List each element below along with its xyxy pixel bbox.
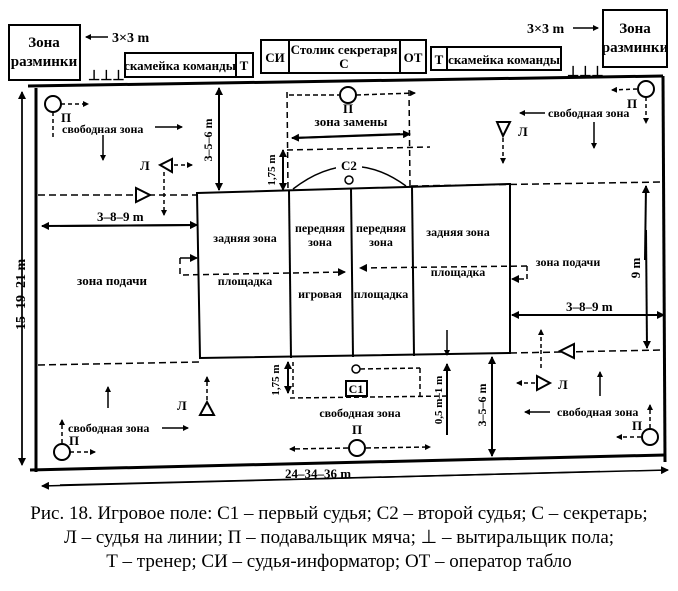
bench-right-label: скамейка команды	[448, 52, 560, 67]
line-judge-left-service	[135, 186, 153, 204]
substitution-zone-label: зона замены	[315, 114, 388, 129]
ball-retriever-bottom-center	[348, 439, 366, 457]
dim-height: 15–19–21 m	[14, 259, 29, 331]
line-judge-top-right-label: Л	[518, 124, 528, 139]
floor-wipers-left: ⊥⊥⊥	[88, 69, 125, 84]
line-judge-top-left	[157, 157, 173, 174]
dim-ref-offset-top: 1,75 m	[266, 154, 278, 185]
scorer-si: СИ	[265, 50, 285, 65]
free-zone-top-left: свободная зона	[62, 122, 143, 136]
scorer-table: СИ Столик секретаря С ОТ	[260, 39, 427, 74]
line-judge-right-service	[557, 342, 575, 360]
line-judge-top-left-label: Л	[140, 158, 150, 173]
back-zone-left: задняя зона	[213, 231, 276, 245]
bench-right-coach: Т	[435, 52, 444, 67]
front-zone-left-l1: передняя	[295, 221, 346, 235]
ball-retriever-bottom-right	[641, 428, 659, 446]
line-judge-bottom-right-label: Л	[558, 377, 568, 392]
scorer-table-label: Столик секретаря	[291, 42, 398, 57]
volleyball-field-diagram: Зона разминки 3×3 m Зона разминки 3×3 m …	[8, 9, 669, 490]
dim-free-zone-bottom: 3–5–6 m	[475, 384, 489, 427]
caption-line-3: Т – тренер; СИ – судья-информатор; ОТ – …	[106, 551, 572, 572]
figure-caption: Рис. 18. Игровое поле: С1 – первый судья…	[0, 502, 678, 574]
ball-retriever-top-left-label: П	[61, 110, 71, 125]
service-zone-right: зона подачи	[536, 255, 601, 269]
caption-line-2: Л – судья на линии; П – подавальщик мяча…	[63, 527, 615, 548]
court-label-center: площадка	[354, 287, 409, 301]
playing-label: игровая	[298, 287, 342, 301]
ball-retriever-bottom-left	[53, 443, 71, 461]
dim-service-right: 3–8–9 m	[566, 299, 613, 314]
dim-ref-offset-bottom: 1,75 m	[270, 364, 282, 395]
ball-retriever-top-left	[44, 95, 62, 113]
bench-left-label: скамейка команды	[124, 58, 236, 73]
warmup-right-size: 3×3 m	[527, 22, 564, 37]
second-referee-label: С2	[341, 158, 357, 173]
front-zone-right-l1: передняя	[356, 221, 407, 235]
dim-scorer-offset: 0,5 m–1 m	[433, 376, 445, 425]
ball-retriever-bottom-right-label: П	[632, 418, 642, 433]
ball-retriever-bottom-center-label: П	[352, 422, 362, 437]
free-zone-top-right: свободная зона	[548, 106, 629, 120]
free-zone-bottom-center: свободная зона	[319, 406, 400, 420]
warmup-left-line1: Зона	[28, 35, 60, 51]
line-judge-top-right	[495, 121, 512, 139]
ball-retriever-top-right-label: П	[627, 96, 637, 111]
free-zone-bottom-left: свободная зона	[68, 421, 149, 435]
dim-width: 24–34–36 m	[285, 466, 351, 481]
ball-retriever-top-right	[637, 80, 655, 98]
front-zone-left-l2: зона	[308, 235, 332, 249]
warmup-left-size: 3×3 m	[112, 31, 149, 46]
ball-retriever-top-center-label: П	[343, 101, 353, 116]
court	[195, 182, 511, 360]
second-referee-marker	[344, 175, 354, 185]
dim-free-zone-top: 3–5–6 m	[201, 119, 215, 162]
line-judge-bottom-left	[198, 399, 216, 416]
warmup-zone-right: Зона разминки	[602, 9, 669, 68]
court-label-left: площадка	[218, 274, 273, 288]
bench-left-coach: Т	[240, 58, 249, 73]
warmup-left-line2: разминки	[11, 54, 78, 70]
free-zone-bottom-right: свободная зона	[557, 405, 638, 419]
scorer-ot: ОТ	[404, 50, 423, 65]
back-zone-right: задняя зона	[426, 225, 489, 239]
first-referee-marker	[351, 364, 361, 374]
first-referee-box	[345, 380, 368, 397]
dim-court-width: 9 m	[628, 258, 643, 279]
team-bench-right: Т скамейка команды	[430, 46, 562, 71]
ball-retriever-bottom-left-label: П	[69, 433, 79, 448]
court-label-right: площадка	[431, 265, 486, 279]
line-judge-bottom-left-label: Л	[177, 398, 187, 413]
first-referee-label: С1	[349, 382, 364, 396]
warmup-zone-left: Зона разминки	[8, 24, 81, 81]
line-judge-bottom-right	[536, 374, 553, 392]
playing-area-boundary	[27, 74, 667, 472]
front-zone-right-l2: зона	[369, 235, 393, 249]
scorer-c: С	[339, 56, 348, 71]
warmup-right-line1: Зона	[619, 21, 651, 37]
service-zone-left: зона подачи	[77, 273, 147, 288]
dim-service-left: 3–8–9 m	[97, 209, 144, 224]
team-bench-left: скамейка команды Т	[124, 52, 254, 78]
caption-line-1: Рис. 18. Игровое поле: С1 – первый судья…	[30, 503, 648, 524]
warmup-right-line2: разминки	[602, 40, 669, 56]
